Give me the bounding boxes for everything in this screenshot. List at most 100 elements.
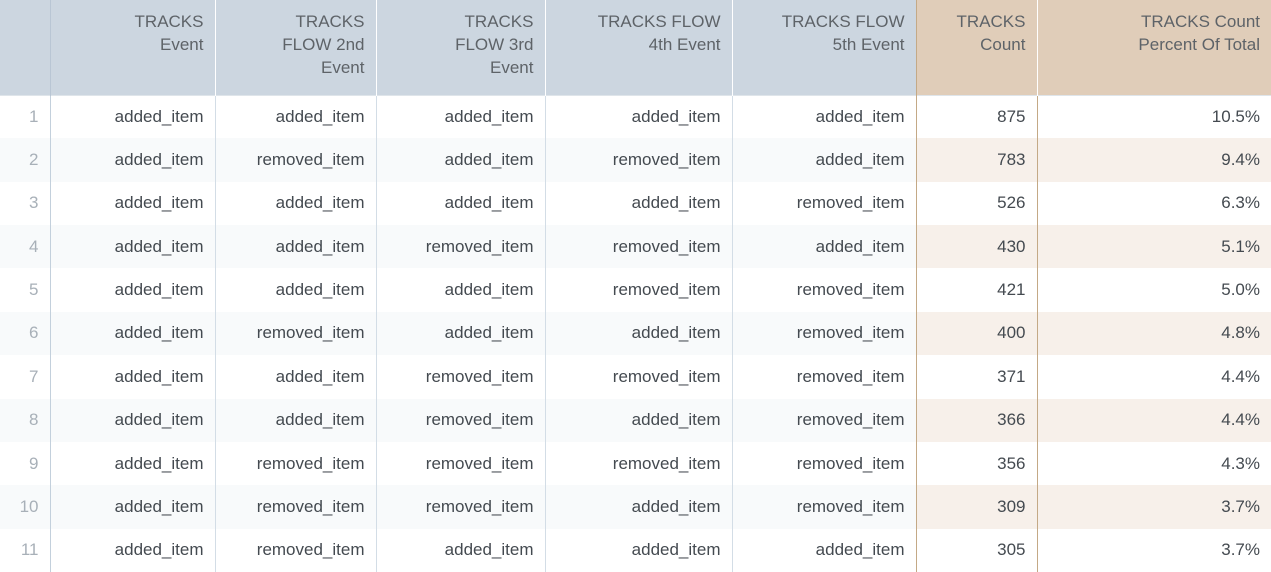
cell-tracks-flow-3rd-event[interactable]: added_item	[376, 181, 546, 226]
cell-tracks-flow-2nd-event[interactable]: removed_item	[215, 311, 377, 356]
cell-tracks-flow-4th-event[interactable]: added_item	[545, 181, 733, 226]
cell-tracks-flow-3rd-event[interactable]: removed_item	[376, 485, 546, 529]
cell-tracks-count-percent-of-total[interactable]: 6.3%	[1037, 181, 1271, 226]
cell-tracks-flow-5th-event[interactable]: removed_item	[732, 181, 917, 226]
cell-tracks-count[interactable]: 526	[916, 181, 1038, 226]
cell-tracks-flow-4th-event[interactable]: removed_item	[545, 225, 733, 269]
cell-tracks-flow-3rd-event[interactable]: added_item	[376, 311, 546, 356]
cell-tracks-event[interactable]: added_item	[50, 398, 216, 442]
cell-tracks-count[interactable]: 783	[916, 138, 1038, 182]
cell-tracks-count[interactable]: 400	[916, 311, 1038, 356]
cell-tracks-event[interactable]: added_item	[50, 355, 216, 399]
cell-tracks-event[interactable]: added_item	[50, 181, 216, 226]
column-header-tracks-flow-4th-event[interactable]: TRACKS FLOW 4th Event	[545, 0, 733, 95]
column-header-tracks-count-percent-of-total[interactable]: TRACKS Count Percent Of Total	[1037, 0, 1271, 95]
cell-tracks-flow-4th-event[interactable]: added_item	[545, 485, 733, 529]
row-number-cell: 8	[0, 398, 51, 442]
cell-tracks-flow-3rd-event[interactable]: added_item	[376, 528, 546, 572]
cell-tracks-flow-4th-event[interactable]: removed_item	[545, 138, 733, 182]
cell-tracks-flow-2nd-event[interactable]: removed_item	[215, 528, 377, 572]
header-line: TRACKS	[464, 12, 534, 31]
cell-tracks-flow-3rd-event[interactable]: added_item	[376, 268, 546, 312]
cell-tracks-count-percent-of-total[interactable]: 3.7%	[1037, 528, 1271, 572]
cell-tracks-event[interactable]: added_item	[50, 311, 216, 356]
column-header-tracks-flow-2nd-event[interactable]: TRACKS FLOW 2nd Event	[215, 0, 377, 95]
row-number-cell: 2	[0, 138, 51, 182]
cell-tracks-event[interactable]: added_item	[50, 94, 216, 139]
cell-tracks-flow-5th-event[interactable]: removed_item	[732, 485, 917, 529]
cell-tracks-flow-2nd-event[interactable]: added_item	[215, 268, 377, 312]
cell-tracks-count-percent-of-total[interactable]: 4.3%	[1037, 441, 1271, 486]
cell-tracks-count[interactable]: 421	[916, 268, 1038, 312]
cell-tracks-flow-3rd-event[interactable]: added_item	[376, 94, 546, 139]
cell-tracks-count-percent-of-total[interactable]: 9.4%	[1037, 138, 1271, 182]
cell-tracks-count[interactable]: 366	[916, 398, 1038, 442]
cell-tracks-event[interactable]: added_item	[50, 441, 216, 486]
cell-tracks-flow-3rd-event[interactable]: removed_item	[376, 355, 546, 399]
column-header-rownum[interactable]	[0, 0, 51, 95]
cell-tracks-flow-5th-event[interactable]: added_item	[732, 225, 917, 269]
cell-tracks-flow-3rd-event[interactable]: removed_item	[376, 441, 546, 486]
cell-tracks-flow-4th-event[interactable]: added_item	[545, 94, 733, 139]
cell-tracks-count-percent-of-total[interactable]: 5.1%	[1037, 225, 1271, 269]
column-header-tracks-count[interactable]: TRACKS Count	[916, 0, 1038, 95]
row-number-cell: 7	[0, 355, 51, 399]
cell-tracks-event[interactable]: added_item	[50, 528, 216, 572]
cell-tracks-flow-2nd-event[interactable]: added_item	[215, 225, 377, 269]
cell-tracks-flow-4th-event[interactable]: removed_item	[545, 441, 733, 486]
cell-tracks-event[interactable]: added_item	[50, 138, 216, 182]
column-header-tracks-event[interactable]: TRACKS Event	[50, 0, 216, 95]
cell-tracks-event[interactable]: added_item	[50, 485, 216, 529]
cell-tracks-flow-4th-event[interactable]: added_item	[545, 311, 733, 356]
cell-tracks-flow-4th-event[interactable]: removed_item	[545, 268, 733, 312]
cell-tracks-count[interactable]: 875	[916, 94, 1038, 139]
cell-tracks-event[interactable]: added_item	[50, 225, 216, 269]
cell-tracks-flow-4th-event[interactable]: removed_item	[545, 355, 733, 399]
cell-tracks-flow-2nd-event[interactable]: removed_item	[215, 138, 377, 182]
cell-tracks-flow-2nd-event[interactable]: removed_item	[215, 441, 377, 486]
cell-tracks-flow-5th-event[interactable]: removed_item	[732, 441, 917, 486]
cell-tracks-flow-4th-event[interactable]: added_item	[545, 398, 733, 442]
column-header-tracks-flow-5th-event[interactable]: TRACKS FLOW 5th Event	[732, 0, 917, 95]
cell-tracks-flow-5th-event[interactable]: added_item	[732, 94, 917, 139]
cell-tracks-flow-2nd-event[interactable]: added_item	[215, 181, 377, 226]
cell-tracks-flow-5th-event[interactable]: removed_item	[732, 355, 917, 399]
cell-tracks-count[interactable]: 356	[916, 441, 1038, 486]
column-header-tracks-flow-3rd-event[interactable]: TRACKS FLOW 3rd Event	[376, 0, 546, 95]
cell-tracks-count-percent-of-total[interactable]: 4.8%	[1037, 311, 1271, 356]
cell-tracks-count[interactable]: 371	[916, 355, 1038, 399]
cell-tracks-flow-5th-event[interactable]: removed_item	[732, 398, 917, 442]
cell-tracks-flow-3rd-event[interactable]: removed_item	[376, 398, 546, 442]
cell-tracks-count-percent-of-total[interactable]: 4.4%	[1037, 355, 1271, 399]
cell-tracks-flow-2nd-event[interactable]: added_item	[215, 398, 377, 442]
cell-tracks-count-percent-of-total[interactable]: 10.5%	[1037, 94, 1271, 139]
cell-tracks-flow-5th-event[interactable]: removed_item	[732, 268, 917, 312]
cell-tracks-count[interactable]: 309	[916, 485, 1038, 529]
cell-tracks-count[interactable]: 430	[916, 225, 1038, 269]
cell-tracks-count-percent-of-total[interactable]: 3.7%	[1037, 485, 1271, 529]
cell-tracks-flow-4th-event[interactable]: added_item	[545, 528, 733, 572]
cell-tracks-flow-3rd-event[interactable]: removed_item	[376, 225, 546, 269]
cell-tracks-flow-2nd-event[interactable]: added_item	[215, 94, 377, 139]
cell-tracks-count-percent-of-total[interactable]: 5.0%	[1037, 268, 1271, 312]
cell-tracks-count[interactable]: 305	[916, 528, 1038, 572]
cell-tracks-event[interactable]: added_item	[50, 268, 216, 312]
cell-tracks-flow-5th-event[interactable]: removed_item	[732, 311, 917, 356]
cell-tracks-flow-5th-event[interactable]: added_item	[732, 138, 917, 182]
cell-tracks-flow-5th-event[interactable]: added_item	[732, 528, 917, 572]
cell-tracks-flow-3rd-event[interactable]: added_item	[376, 138, 546, 182]
cell-tracks-flow-2nd-event[interactable]: removed_item	[215, 485, 377, 529]
cell-tracks-count-percent-of-total[interactable]: 4.4%	[1037, 398, 1271, 442]
cell-tracks-flow-2nd-event[interactable]: added_item	[215, 355, 377, 399]
